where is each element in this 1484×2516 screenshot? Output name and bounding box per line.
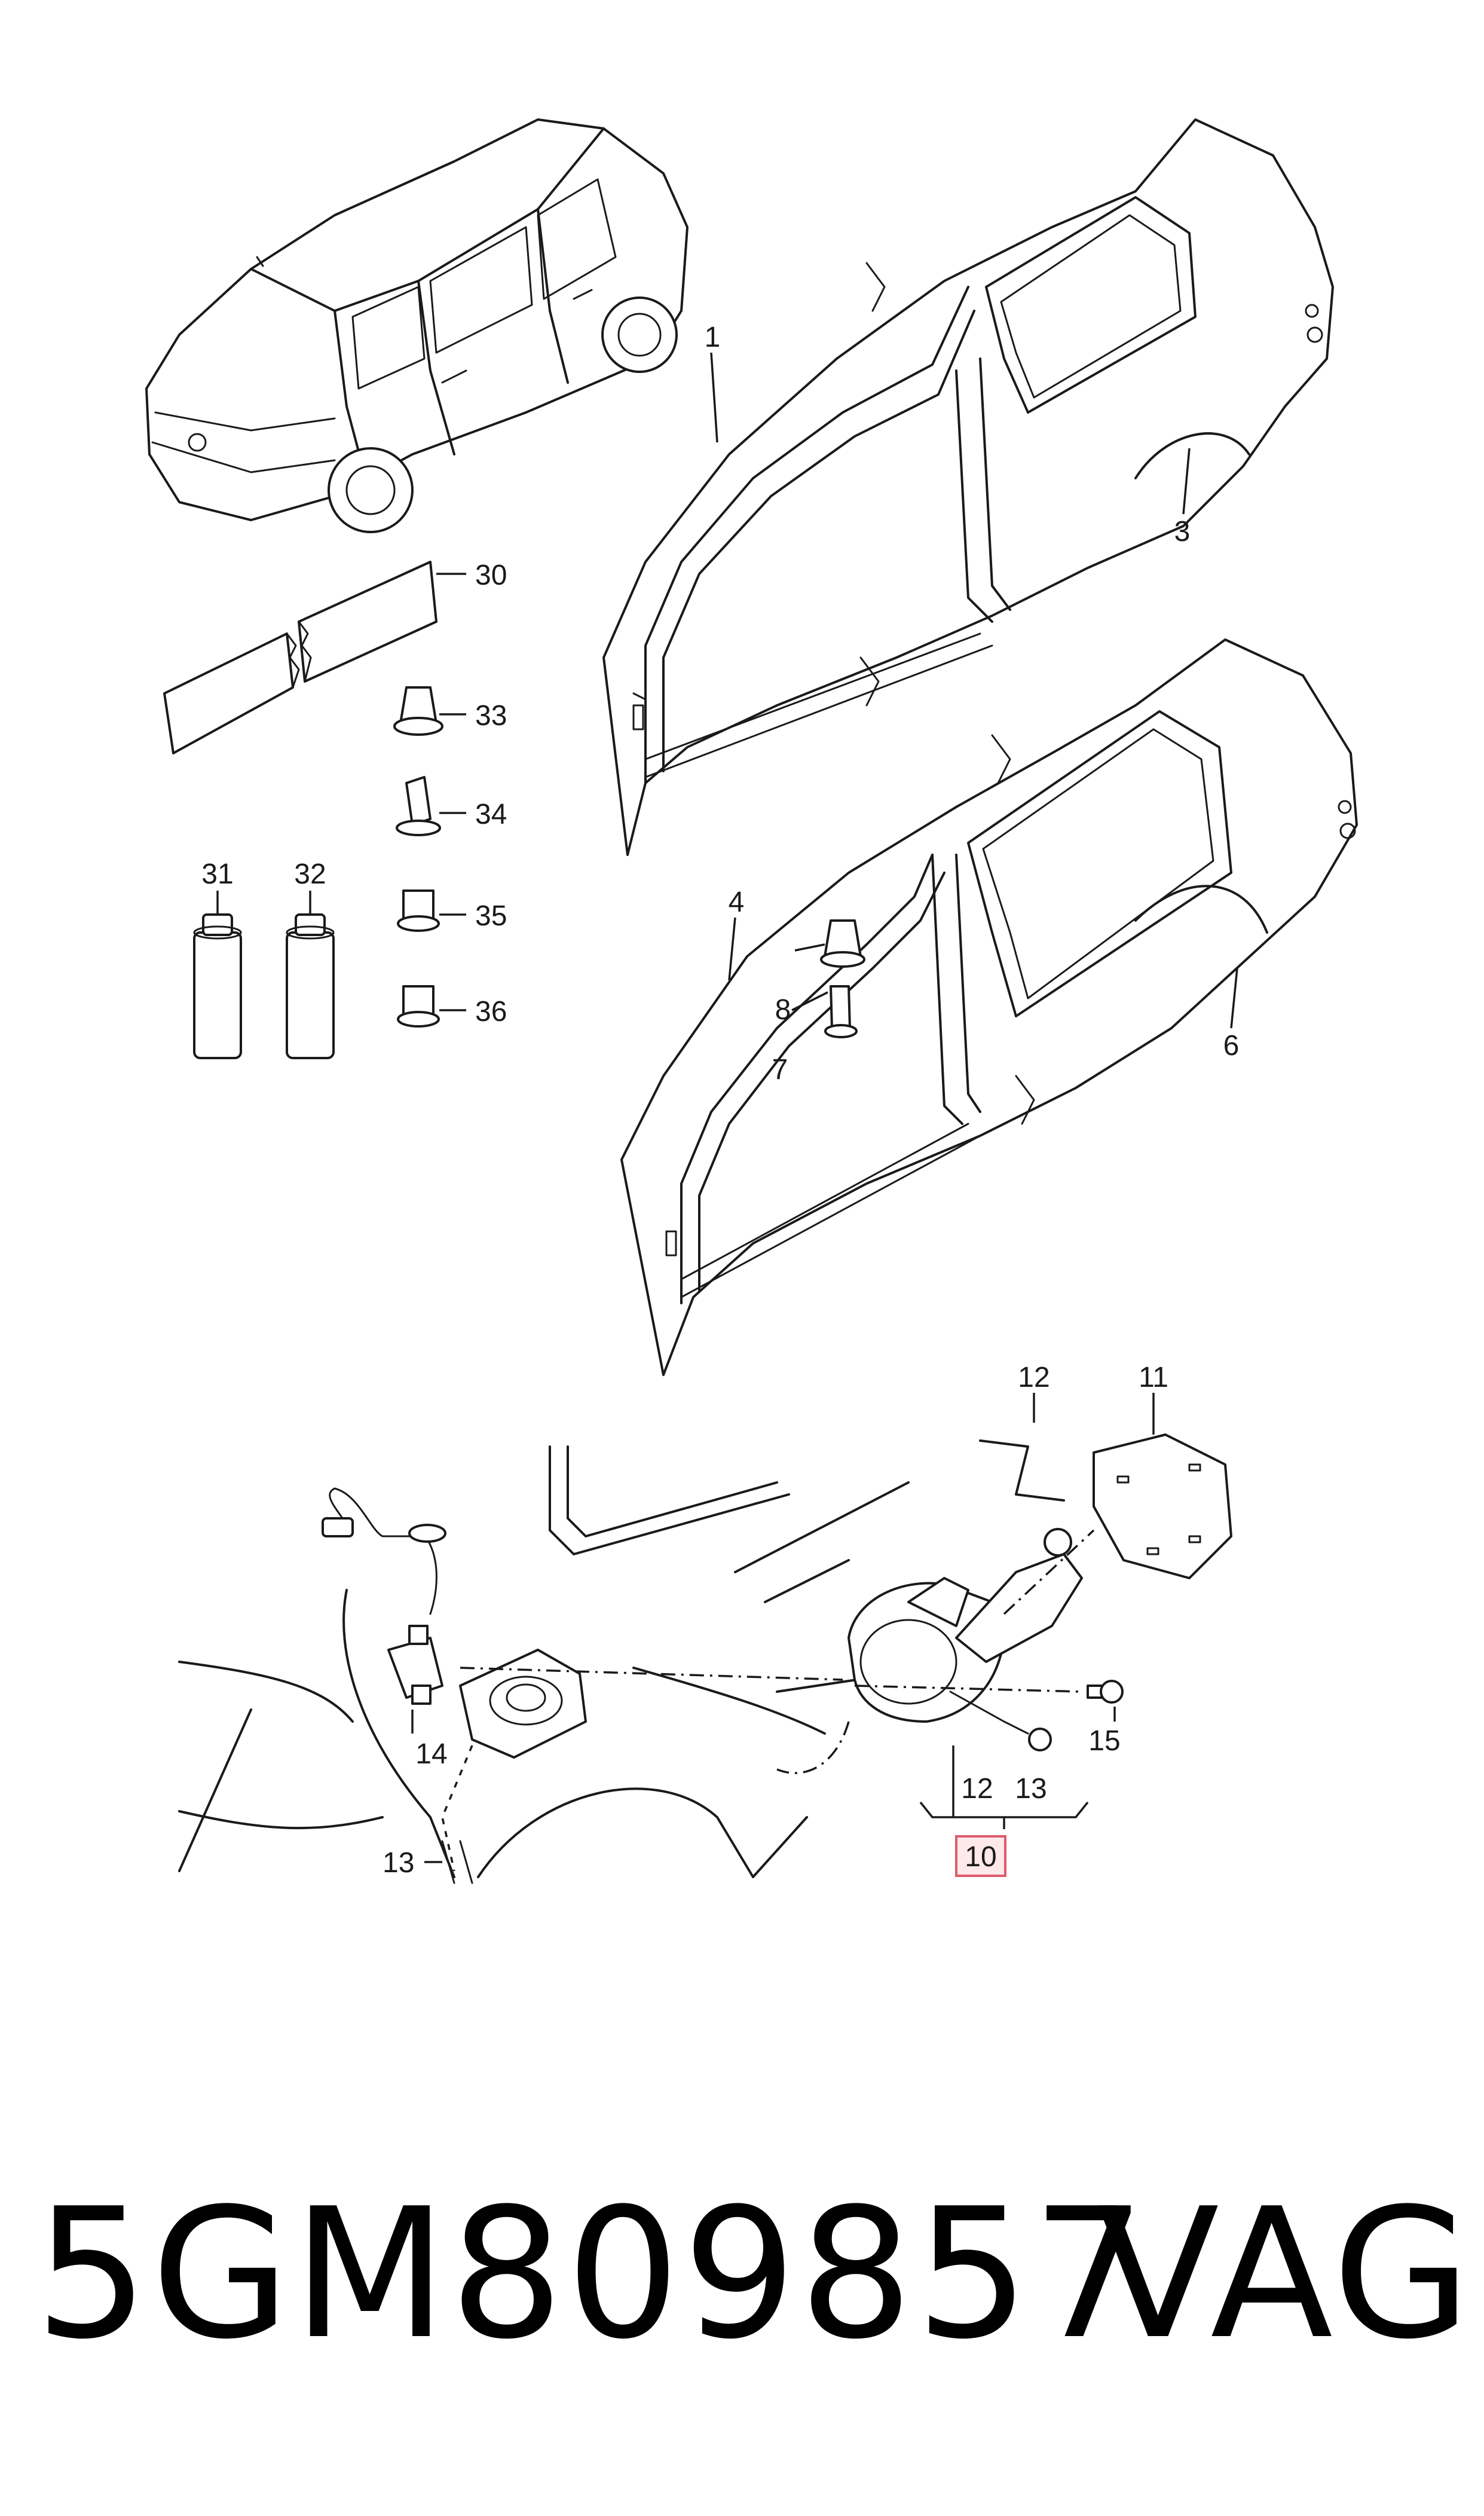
callout-12-spring: 12 — [1018, 1362, 1049, 1393]
callout-33: 33 — [475, 700, 507, 732]
car-overview-illustration — [145, 118, 689, 533]
brand-name: VAG — [1097, 2170, 1474, 2379]
callout-3: 3 — [1174, 516, 1191, 548]
callout-31: 31 — [201, 858, 233, 890]
leader-lines — [216, 352, 1238, 1863]
callout-10[interactable]: 10 — [965, 1841, 996, 1873]
callout-6: 6 — [1223, 1030, 1240, 1062]
callout-14: 14 — [415, 1738, 447, 1770]
highlight-box-10 — [955, 1835, 1006, 1877]
callout-32: 32 — [294, 858, 326, 890]
clip-33 — [393, 686, 443, 736]
callout-30: 30 — [475, 560, 507, 591]
callout-11: 11 — [1139, 1362, 1168, 1393]
fuel-flap-assembly — [178, 1433, 1232, 1884]
callout-13-hose: 13 — [383, 1847, 414, 1879]
callout-4: 4 — [729, 886, 745, 918]
sealing-strip-30 — [163, 561, 437, 754]
footer: 5GM809857 VAG — [0, 2176, 1484, 2373]
callout-8: 8 — [775, 994, 791, 1026]
clip-34 — [396, 776, 441, 836]
clip-36 — [397, 985, 440, 1028]
callout-13-sub: 13 — [1015, 1773, 1047, 1805]
callout-12-sub: 12 — [961, 1773, 993, 1805]
side-panel-outer-upper — [602, 118, 1334, 856]
side-panel-outer-lower — [620, 638, 1358, 1376]
part-number: 5GM809857 — [35, 2170, 1149, 2379]
callout-labels: 1 3 4 6 7 8 30 33 34 35 36 31 32 12 11 1… — [201, 322, 1239, 1879]
spray-can-32 — [286, 913, 335, 1059]
callout-7: 7 — [772, 1054, 788, 1086]
callout-1: 1 — [705, 322, 721, 353]
spray-can-31 — [193, 913, 242, 1059]
callout-36: 36 — [475, 996, 507, 1028]
callout-15: 15 — [1088, 1725, 1120, 1757]
clip-35 — [397, 889, 440, 932]
callout-34: 34 — [475, 799, 507, 830]
callout-35: 35 — [475, 900, 507, 932]
